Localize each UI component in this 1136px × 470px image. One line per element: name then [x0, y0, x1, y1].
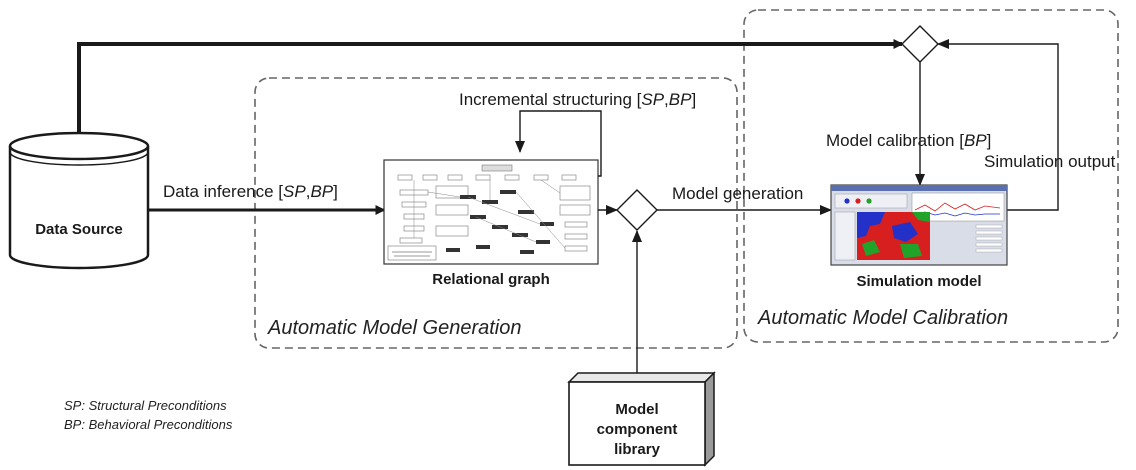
calibration-region-border [743, 9, 1119, 343]
simulation-output-edge [937, 39, 1059, 211]
legend-item-bp: BP: Behavioral Preconditions [64, 417, 233, 432]
model-calibration-label: Model calibration [BP] [826, 131, 992, 150]
incremental-structuring-label: Incremental structuring [SP,BP] [459, 90, 697, 109]
relational-graph-label: Relational graph [432, 271, 550, 288]
data-inference-label: Data inference [SP,BP] [163, 182, 338, 201]
raw-data-edge [77, 39, 904, 133]
calibration-region-title: Automatic Model Calibration [758, 307, 1009, 329]
generation-merge-diamond [616, 189, 658, 231]
data-source-cylinder [8, 131, 150, 270]
model-generation-label: Model generation [672, 184, 804, 203]
calibration-merge-diamond [901, 25, 939, 63]
component-library-label: Model component library [596, 401, 678, 458]
generation-region-title: Automatic Model Generation [268, 317, 522, 339]
simulation-model-image [830, 184, 1008, 266]
generation-region-border [254, 77, 738, 349]
component-library-box [567, 371, 716, 467]
simulation-model-label: Simulation model [856, 273, 982, 290]
legend: SP: Structural Preconditions BP: Behavio… [64, 396, 232, 434]
data-source-label: Data Source [35, 221, 123, 238]
incremental-structuring-edge [515, 110, 602, 177]
legend-item-sp: SP: Structural Preconditions [64, 398, 227, 413]
relational-graph-image [383, 159, 599, 265]
simulation-output-label: Simulation output [984, 152, 1116, 171]
